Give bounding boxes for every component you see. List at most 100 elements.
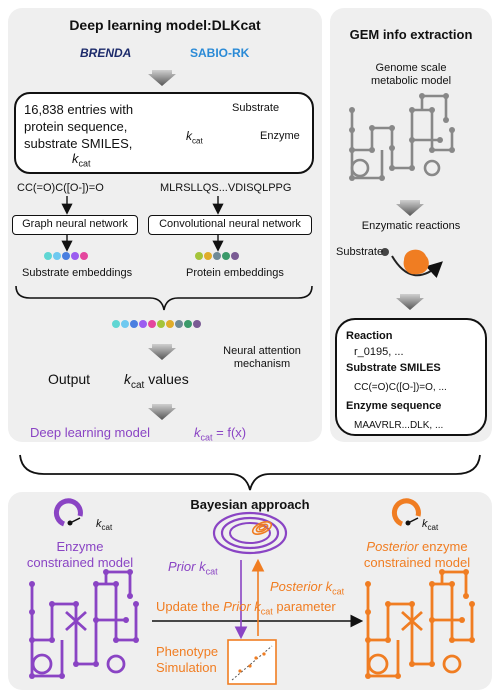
prior-distribution-icon [212,511,288,555]
posterior-kcat-icon [391,498,421,527]
prior-kcat-text: Prior kcat [168,559,218,577]
embedding-dot [139,320,147,328]
posterior-kcat-k: k [422,518,428,530]
update-kcat-k: k [254,599,261,614]
prior-kcat-icon [53,498,83,527]
brenda-label: BRENDA [80,46,132,60]
output-label: Output [48,371,91,387]
graph-neural-network-box: Graph neural network [12,215,138,235]
embedding-dot [53,252,61,260]
dataset-kcat-k: k [72,151,79,166]
output-kcat-k: k [124,371,131,387]
embedding-dot [121,320,129,328]
formula-kcat-sub: cat [200,432,213,443]
embedding-dot [222,252,230,260]
embedding-dot [195,252,203,260]
attention-label-1: Neural attention [223,345,301,357]
flow-chevron [148,344,176,360]
update-prefix: Update the [156,599,224,614]
protein-sequence: MLRSLLQS...VDISQLPPG [160,182,292,194]
merge-brace [19,454,481,491]
attention-label-2: mechanism [233,358,291,370]
formula-rhs: = f(x) [212,425,247,440]
enzyme-model-label-2: constrained model [26,555,134,570]
prior-kcat-k: k [96,518,102,530]
dataset-kcat-sub: cat [78,158,91,169]
protein-embeddings-label: Protein embeddings [186,267,284,279]
protein-embedding-dots [195,252,239,260]
smiles-heading: Substrate SMILES [346,362,441,374]
gem-label-2: metabolic model [370,75,452,87]
reaction-value: r_0195, ... [354,346,404,358]
enzyme-label: Enzyme [260,130,300,142]
embedding-dot [44,252,52,260]
embedding-dot [213,252,221,260]
prior-word: Prior [168,559,196,574]
embedding-dot [80,252,88,260]
panel-title-deep-learning: Deep learning model:DLKcat [69,17,261,33]
embedding-dot [204,252,212,260]
posterior-kcat-small-label: kcat [422,518,438,533]
update-prior-label: Update the Prior kcat parameter [156,599,336,617]
gem-network-icon [350,94,454,180]
combined-embedding-dots [112,320,201,328]
update-suffix: parameter [272,599,336,614]
substrate-embedding-dots [44,252,88,260]
update-prior-word: Prior [223,599,251,614]
prior-kcat-label: kcat [96,518,112,533]
kcat-k: k [186,129,192,143]
kcat-formula: kcat = f(x) [194,425,247,443]
prior-model-network-nodes [29,569,139,679]
embedding-dot [166,320,174,328]
posterior-model-network-icon [366,570,474,678]
kcat-sub: cat [192,136,203,146]
dataset-box [14,92,314,174]
enzyme-value: MAAVRLR...DLK, ... [354,420,444,431]
posterior-text-k: k [325,579,333,594]
posterior-word: Posterior [270,579,323,594]
embedding-dot [71,252,79,260]
embedding-dot [62,252,70,260]
prior-kcat-sub: cat [101,523,113,533]
posterior-kcat-text: Posterior kcat [270,579,345,597]
smiles-value: CC(=O)C([O-])=O, ... [354,382,447,393]
dataset-line-3: substrate SMILES, [24,136,133,151]
embedding-dot [193,320,201,328]
posterior-model-network-nodes [365,569,475,679]
substrate-embeddings-label: Substrate embeddings [22,267,133,279]
enzyme-model-label-1: Enzyme [56,539,104,554]
sabio-rk-label: SABIO-RK [190,46,250,60]
posterior-model-label-1: Posterior enzyme [344,539,490,554]
gem-network-nodes [349,93,455,181]
embedding-dot [148,320,156,328]
kcat-label: kcat [186,129,203,146]
gem-substrate-label: Substrate [336,246,384,258]
dataset-line-2: protein sequence, [24,119,128,134]
flow-chevron [148,404,176,420]
output-kcat-sub: cat [131,379,145,391]
gem-label-1: Genome scale [375,62,447,74]
phenotype-label-2: Simulation [156,660,217,675]
embedding-dot [175,320,183,328]
prior-model-network-icon [30,570,138,678]
reaction-heading: Reaction [346,330,393,342]
flow-chevron [148,70,176,86]
posterior-text-sub: cat [332,586,345,597]
phenotype-label-1: Phenotype [156,644,219,659]
output-values-text: values [148,371,189,387]
posterior-model-suffix: enzyme [418,539,468,554]
deep-learning-model-label: Deep learning model [30,425,150,440]
prior-text-sub: cat [205,566,218,577]
posterior-model-prefix: Posterior [366,539,419,554]
embedding-dot [157,320,165,328]
dataset-line-1: 16,838 entries with [24,102,134,117]
phenotype-plot-icon [227,639,277,685]
embedding-dot [130,320,138,328]
flow-chevron [396,294,424,310]
enzyme-heading: Enzyme sequence [346,400,442,412]
embedding-dot [112,320,120,328]
extracted-info-box [335,318,487,436]
posterior-model-label-2: constrained model [363,555,471,570]
flow-chevron [396,200,424,216]
dataset-kcat-label: kcat [72,151,91,169]
